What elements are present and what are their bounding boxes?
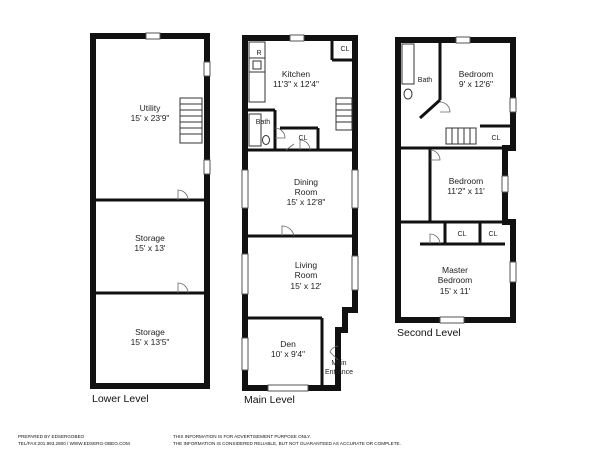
refrigerator-label: R: [256, 50, 261, 57]
lower-level-plan: [90, 32, 211, 389]
master-bedroom-size: 15' x 11': [440, 286, 471, 296]
second-level-title: Second Level: [397, 327, 461, 339]
dining-label-1: Dining: [294, 177, 318, 187]
den-size: 10' x 9'4": [271, 349, 305, 359]
main-level-title: Main Level: [244, 394, 295, 406]
storage-size-2: 15' x 13'5": [131, 337, 170, 347]
utility-label: Utility: [140, 103, 162, 113]
living-label-1: Living: [295, 260, 317, 270]
stair-closet-label: CL: [492, 135, 501, 142]
main-level-plan: [241, 34, 359, 392]
main-stairs: [335, 97, 353, 131]
master-bedroom-label-1: Master: [442, 265, 468, 275]
main-closet-label: CL: [299, 135, 308, 142]
prepared-by: PREPARED BY EDSERGOBEO: [18, 434, 85, 439]
main-bath-label: Bath: [256, 119, 271, 126]
contact-info: TEL/FAX:201.993.2800 / WWW.EDSERG-OBEO.C…: [18, 441, 130, 446]
disclaimer-line-1: THIS INFORMATION IS FOR ADVERTISEMENT PU…: [173, 434, 311, 439]
bedroom-closet-label: CL: [458, 231, 467, 238]
bedroom-label-2: Bedroom: [449, 176, 484, 186]
dining-size: 15' x 12'8": [287, 197, 326, 207]
bedroom-label: Bedroom: [459, 69, 494, 79]
den-label: Den: [280, 339, 296, 349]
dining-label-2: Room: [295, 187, 318, 197]
kitchen-size: 11'3" x 12'4": [273, 79, 319, 89]
living-label-2: Room: [295, 270, 318, 280]
kitchen-closet-label: CL: [341, 46, 350, 53]
disclaimer-line-2: THE INFORMATION IS CONSIDERED RELIABLE, …: [173, 441, 401, 446]
utility-size: 15' x 23'9": [131, 113, 170, 123]
storage-label: Storage: [135, 233, 165, 243]
bedroom-size-2: 11'2" x 11': [447, 186, 485, 196]
storage-size: 15' x 13': [134, 243, 166, 253]
second-stairs: [445, 127, 477, 145]
second-level-plan: [395, 36, 517, 324]
second-bath-label: Bath: [418, 77, 433, 84]
bedroom-size: 9' x 12'6": [459, 79, 493, 89]
master-closet-label: CL: [489, 231, 498, 238]
storage-label-2: Storage: [135, 327, 165, 337]
main-entrance-label-2: Entrance: [325, 369, 353, 376]
master-bedroom-label-2: Bedroom: [438, 275, 473, 285]
main-entrance-label-1: Main: [331, 360, 346, 367]
living-size: 15' x 12': [290, 281, 322, 291]
kitchen-label: Kitchen: [282, 69, 311, 79]
lower-stairs: [179, 97, 203, 144]
lower-level-title: Lower Level: [92, 393, 149, 405]
